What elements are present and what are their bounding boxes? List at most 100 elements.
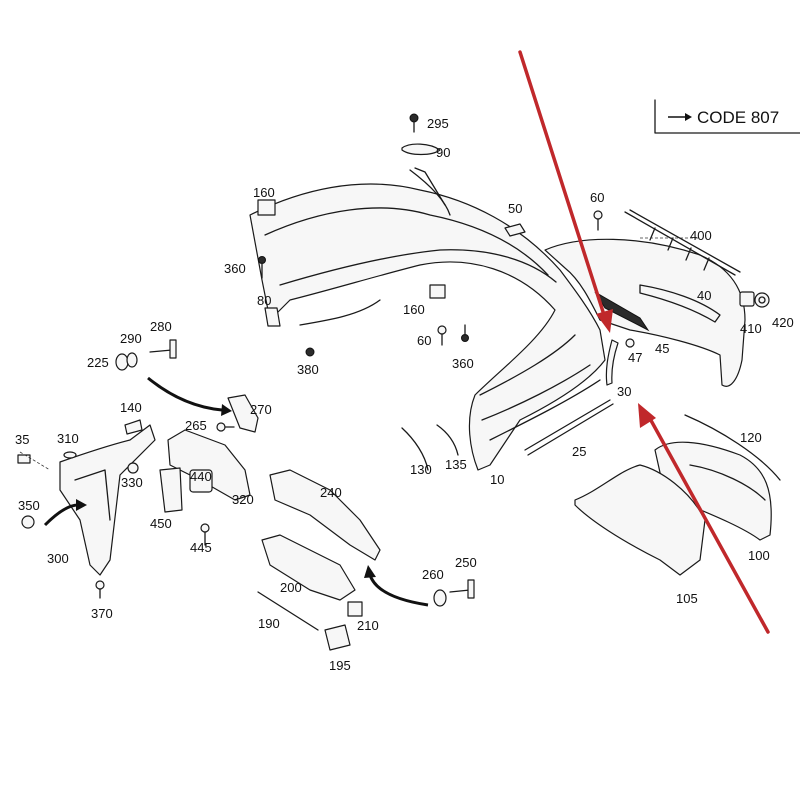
label-240: 240 <box>320 485 342 500</box>
reinforcement-200 <box>261 534 356 601</box>
routing-arrow-3 <box>43 503 79 527</box>
side-bracket-300 <box>59 424 156 576</box>
clip-140 <box>124 419 143 435</box>
sensor-450 <box>159 467 183 513</box>
code-legend: CODE 807 <box>654 99 800 134</box>
label-280: 280 <box>150 319 172 334</box>
bracket-240 <box>269 469 381 561</box>
label-380: 380 <box>297 362 319 377</box>
label-80: 80 <box>257 293 271 308</box>
label-445: 445 <box>190 540 212 555</box>
routing-arrow-1 <box>147 376 223 412</box>
screw-370 <box>95 580 105 599</box>
label-200: 200 <box>280 580 302 595</box>
screw-360-left <box>258 256 266 279</box>
label-40: 40 <box>697 288 711 303</box>
screw-445 <box>200 523 210 546</box>
label-120: 120 <box>740 430 762 445</box>
strip-25-b <box>527 403 614 456</box>
routing-arrow-2 <box>368 574 429 607</box>
label-60-left: 60 <box>417 333 431 348</box>
routing-arrow-1-head <box>221 404 232 416</box>
label-60-right: 60 <box>590 190 604 205</box>
highlight-arrow-lower <box>638 403 770 634</box>
trim-135 <box>436 424 459 456</box>
part-labels: 295 90 160 50 60 400 360 40 80 160 410 4… <box>15 116 794 673</box>
label-420: 420 <box>772 315 794 330</box>
screw-265 <box>216 422 235 432</box>
routing-arrow-3-head <box>76 499 87 511</box>
label-290: 290 <box>120 331 142 346</box>
label-160-lower: 160 <box>403 302 425 317</box>
cable-190 <box>257 591 319 631</box>
label-105: 105 <box>676 591 698 606</box>
label-45: 45 <box>655 341 669 356</box>
screw-360-right <box>461 324 469 342</box>
label-310: 310 <box>57 431 79 446</box>
label-400: 400 <box>690 228 712 243</box>
washer-290 <box>126 352 138 368</box>
label-410: 410 <box>740 321 762 336</box>
washer-260 <box>433 589 447 607</box>
bumper-cover <box>249 167 606 471</box>
reflector <box>605 339 619 386</box>
label-270: 270 <box>250 402 272 417</box>
pin-250 <box>449 579 475 599</box>
screw-60-right <box>593 210 603 231</box>
label-47: 47 <box>628 350 642 365</box>
label-300: 300 <box>47 551 69 566</box>
screw-295 <box>409 113 419 133</box>
label-370: 370 <box>91 606 113 621</box>
label-295: 295 <box>427 116 449 131</box>
bracket-90 <box>401 143 441 156</box>
connector-195 <box>324 624 351 651</box>
bracket-270 <box>227 394 259 433</box>
highlight-arrow-upper <box>518 50 613 333</box>
label-50: 50 <box>508 201 522 216</box>
label-30: 30 <box>617 384 631 399</box>
clip-160-upper <box>257 199 276 216</box>
clip-310 <box>63 451 77 459</box>
label-260: 260 <box>422 567 444 582</box>
label-160-upper: 160 <box>253 185 275 200</box>
label-90: 90 <box>436 145 450 160</box>
label-195: 195 <box>329 658 351 673</box>
cover-440 <box>189 469 213 493</box>
leader-lines <box>19 237 700 471</box>
label-210: 210 <box>357 618 379 633</box>
clip-35 <box>17 454 31 464</box>
label-350: 350 <box>18 498 40 513</box>
clip-47 <box>625 338 635 348</box>
label-360-right: 360 <box>452 356 474 371</box>
grommet-350 <box>21 515 35 529</box>
screw-380 <box>305 347 315 357</box>
label-360-left: 360 <box>224 261 246 276</box>
right-arrow-icon <box>668 113 692 121</box>
label-440: 440 <box>190 469 212 484</box>
label-190: 190 <box>258 616 280 631</box>
label-25: 25 <box>572 444 586 459</box>
clip-210 <box>347 601 363 617</box>
label-130: 130 <box>410 462 432 477</box>
trim-130 <box>401 427 429 471</box>
lower-panel <box>574 414 781 576</box>
label-330: 330 <box>121 475 143 490</box>
routing-arrow-2-head <box>364 565 376 578</box>
pin-280 <box>149 339 177 359</box>
clip-50 <box>504 223 526 237</box>
strip-25 <box>524 399 611 451</box>
guide-80 <box>264 307 281 327</box>
clip-160-lower <box>429 284 446 299</box>
screw-60-left <box>437 325 447 346</box>
parking-sensor <box>739 291 770 308</box>
label-225: 225 <box>87 355 109 370</box>
nut-330 <box>127 462 139 474</box>
label-320: 320 <box>232 492 254 507</box>
label-100: 100 <box>748 548 770 563</box>
label-250: 250 <box>455 555 477 570</box>
label-265: 265 <box>185 418 207 433</box>
label-35: 35 <box>15 432 29 447</box>
label-140: 140 <box>120 400 142 415</box>
label-135: 135 <box>445 457 467 472</box>
